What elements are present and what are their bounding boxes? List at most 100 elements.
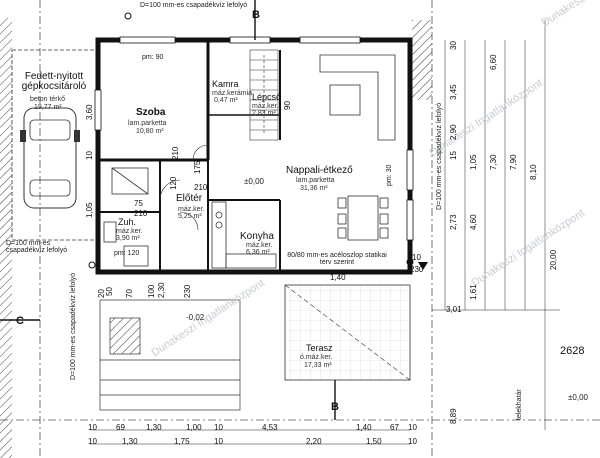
- dim-bottom: 4,53: [262, 423, 278, 432]
- dim-right: 8,10: [529, 164, 538, 180]
- room-name-terasz: Terasz: [306, 343, 333, 353]
- dining-table: [337, 195, 389, 241]
- room-area-nappali: 31,36 m²: [300, 185, 328, 192]
- dim-right: 6,60: [489, 54, 498, 70]
- dim-left: 2,30: [157, 282, 166, 298]
- dim-right: 3,45: [449, 84, 458, 100]
- dim-bottom2: 1,30: [122, 437, 138, 446]
- dim-left: 1,05: [85, 202, 94, 218]
- entry-steps: [99, 299, 241, 411]
- gutter-symbol: [406, 258, 414, 266]
- room-name-szoba: Szoba: [136, 107, 166, 118]
- room-name-eloter: Előtér: [176, 193, 203, 204]
- room-name-konyha: Konyha: [240, 231, 274, 242]
- dim-right: 2,73: [449, 214, 458, 230]
- room-floor-nappali: lam.parketta: [296, 177, 335, 184]
- note-gutter-top: D=100 mm-es csapadékvíz lefolyó: [140, 2, 248, 9]
- parcel-number: 2628: [560, 345, 585, 357]
- gutter-symbol: [88, 261, 96, 269]
- room-name-nappali: Nappali-étkező: [286, 165, 353, 176]
- dim-right: 30: [449, 41, 458, 50]
- level-main: ±0,00: [244, 177, 264, 186]
- room-floor-garage: beton térkő: [30, 96, 66, 103]
- door-swings: [159, 144, 209, 231]
- label-pm30: pm: 30: [386, 164, 393, 186]
- dim-right: 8,89: [449, 408, 458, 424]
- dim-right: 7,30: [489, 154, 498, 170]
- dim-bottom: 1,30: [146, 423, 162, 432]
- garage-area: [11, 49, 97, 241]
- dim-right: 20,00: [549, 249, 558, 270]
- room-area-garage: 19,77 m²: [34, 104, 62, 111]
- room-floor-lepcso: máz.ker.: [252, 103, 279, 110]
- dim-misc: 50: [105, 287, 114, 296]
- dim-misc: 10: [412, 253, 421, 262]
- neighbour-hatch-left: [0, 18, 12, 458]
- dim-misc: 1,40: [330, 273, 346, 282]
- windows: [94, 36, 414, 241]
- dim-misc: 90: [283, 101, 292, 110]
- room-area-terasz: 17,33 m²: [304, 362, 332, 369]
- staircase: [249, 49, 279, 141]
- dim-bottom2: 1,50: [366, 437, 382, 446]
- dim-right: 3,01: [446, 305, 462, 314]
- dim-bottom: 1,00: [186, 423, 202, 432]
- dim-misc: 230: [183, 284, 192, 298]
- dim-misc: 70: [125, 289, 134, 298]
- room-area-zuh: 3,90 m²: [116, 235, 140, 242]
- level-outside: -0,02: [186, 313, 205, 322]
- room-area-kamra: 0,47 m²: [214, 97, 238, 104]
- bathroom-fixtures: [103, 167, 149, 267]
- dim-right: 4,60: [469, 214, 478, 230]
- room-floor-kamra: máz.kerámia: [212, 90, 253, 97]
- dim-bottom: 1,40: [356, 423, 372, 432]
- note-gutter-right: D=100 mm-es csapadékvíz lefolyó: [436, 102, 443, 210]
- room-floor-eloter: máz.ker.: [178, 206, 205, 213]
- room-floor-terasz: ó.máz.ker.: [300, 354, 333, 361]
- room-name-zuh: Zuh.: [118, 217, 137, 227]
- dim-right: 15: [449, 151, 458, 160]
- room-floor-konyha: máz.ker.: [246, 242, 273, 249]
- dim-bottom: 10: [408, 423, 417, 432]
- section-mark-b-top: B: [252, 9, 260, 21]
- dim-misc: 120: [169, 176, 178, 190]
- dim-misc: 210: [134, 209, 148, 218]
- dim-bottom2: 10: [408, 437, 417, 446]
- dim-misc: 75: [134, 199, 143, 208]
- room-area-eloter: 5,25 m²: [178, 213, 202, 220]
- dim-bottom: 67: [390, 423, 399, 432]
- room-area-szoba: 10,80 m²: [136, 128, 164, 135]
- label-pm120: pm: 120: [114, 250, 140, 257]
- dim-bottom2: 10: [88, 437, 97, 446]
- dim-misc: 210: [194, 183, 208, 192]
- dim-bottom2: 2,20: [306, 437, 322, 446]
- dim-bottom: 10: [88, 423, 97, 432]
- dim-left: 10: [85, 151, 94, 160]
- note-gutter-left: D=100 mm-es csapadékvíz lefolyó: [6, 240, 68, 254]
- room-area-lepcso: 2,83 m²: [252, 110, 276, 117]
- room-floor-szoba: lam.parketta: [128, 120, 167, 127]
- dim-misc: 175: [193, 160, 202, 174]
- note-column: 80/80 mm-es acéloszlop statikai terv sze…: [287, 252, 387, 266]
- dim-bottom2: 10: [214, 437, 223, 446]
- dim-right: 2,90: [449, 124, 458, 140]
- dim-bottom2: 1,75: [174, 437, 190, 446]
- note-boundary: telekhatár: [516, 389, 523, 420]
- car-outline: [23, 107, 77, 209]
- room-name-lepcso: Lépcső: [252, 92, 282, 102]
- kitchen-counter: [211, 201, 277, 269]
- level-marker: [418, 262, 428, 270]
- dim-misc: 230: [410, 265, 424, 274]
- dim-bottom: 69: [116, 423, 125, 432]
- dim-misc: 100: [147, 284, 156, 298]
- section-mark-b-bottom: B: [331, 401, 339, 413]
- dim-misc: 210: [171, 146, 180, 160]
- room-name-garage: Fedett-nyitott gépkocsitároló: [21, 71, 87, 92]
- gutter-symbol: [124, 12, 132, 20]
- dim-misc: 1,61: [469, 284, 478, 300]
- neighbour-hatch-right: [412, 20, 432, 100]
- level-corner: ±0,00: [568, 393, 588, 402]
